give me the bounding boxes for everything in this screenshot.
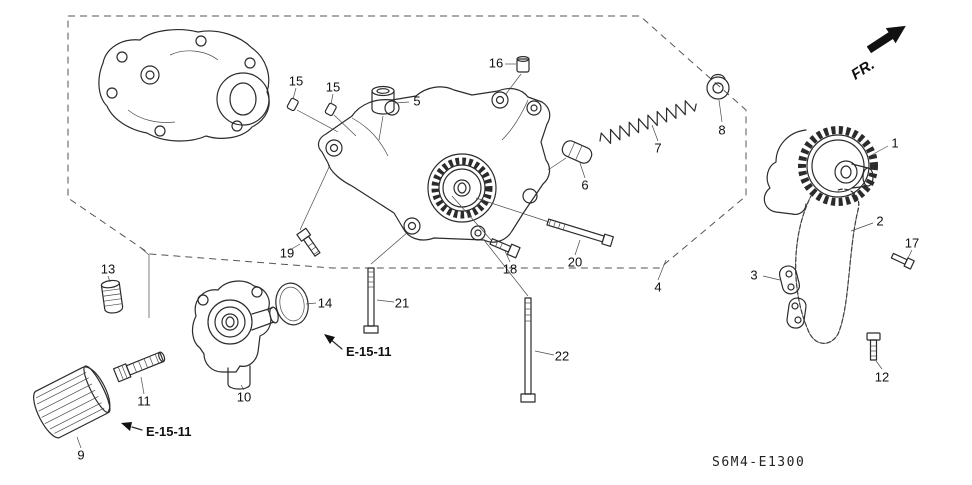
dowel-pin-15b [324,102,337,117]
bolt-17 [890,252,915,270]
sealing-bolt-8 [706,73,730,100]
timing-chain-2 [795,188,860,344]
pump-body [317,86,551,243]
o-ring-14 [275,282,309,326]
plug-16 [516,55,530,73]
valve-spring-7 [599,100,697,144]
chain-guide-3 [778,265,807,329]
bushing-5 [371,85,395,115]
filter-base-10 [191,280,279,390]
relief-valve-6 [561,140,593,164]
bolt-19 [296,227,321,257]
alignment-lines [296,73,567,297]
fr-indicator: FR. [848,25,906,84]
ref-e1511-upper: E-15-11 [324,334,392,359]
union-bolt-11 [112,351,166,383]
bolt-20 [546,218,614,247]
ref-e1511-lower-label: E-15-11 [146,424,192,439]
joint-13 [100,279,124,314]
bolt-22 [520,297,536,403]
oil-filter-9 [33,365,111,439]
bolt-21 [363,267,379,334]
bolt-12 [866,332,881,361]
fr-label: FR. [848,56,878,83]
pump-cover [98,29,270,142]
pump-sprocket-1 [763,126,878,215]
ref-e1511-lower: E-15-11 [121,422,192,439]
assembly-boundary [67,15,747,269]
dowel-pin-15a [286,97,299,112]
drawing-code: S6M4-E1300 [712,455,805,470]
ref-e1511-upper-label: E-15-11 [346,344,392,359]
fr-arrow-icon [866,25,906,54]
joint-13-bracket [140,247,150,318]
bolt-18 [489,238,521,259]
leader-lines [76,63,913,449]
